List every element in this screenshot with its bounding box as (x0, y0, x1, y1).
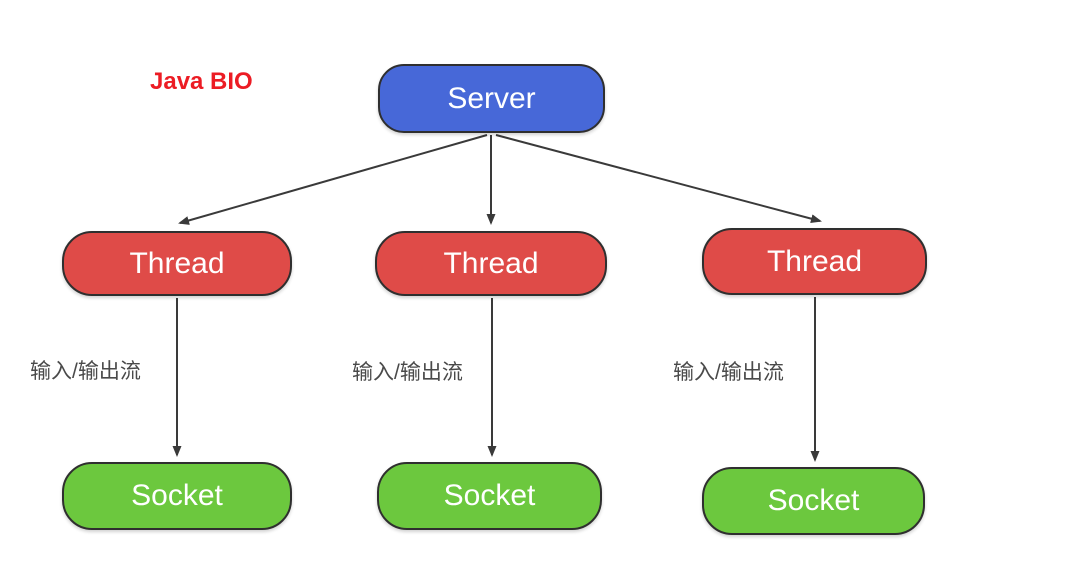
arrow-server-to-thread-3 (495, 134, 822, 224)
diagram-title: Java BIO (150, 68, 253, 95)
node-thread-1-label: Thread (129, 246, 225, 280)
node-socket-2-label: Socket (443, 479, 536, 512)
node-thread-1: Thread (62, 231, 292, 296)
node-server-label: Server (447, 81, 536, 115)
arrow-server-to-thread-1 (178, 134, 488, 225)
node-socket-2: Socket (377, 462, 602, 530)
node-thread-2: Thread (375, 231, 607, 296)
node-thread-2-label: Thread (443, 246, 539, 280)
edge-label-io-stream-1: 输入/输出流 (30, 360, 141, 383)
node-socket-1: Socket (62, 462, 292, 530)
node-socket-1-label: Socket (131, 479, 223, 512)
node-thread-3: Thread (702, 228, 927, 295)
node-socket-3: Socket (702, 467, 925, 535)
node-thread-3-label: Thread (766, 244, 863, 278)
edge-label-io-stream-2: 输入/输出流 (352, 361, 463, 384)
node-server: Server (378, 64, 605, 133)
node-socket-3-label: Socket (767, 484, 860, 517)
edge-label-io-stream-3: 输入/输出流 (673, 361, 784, 384)
